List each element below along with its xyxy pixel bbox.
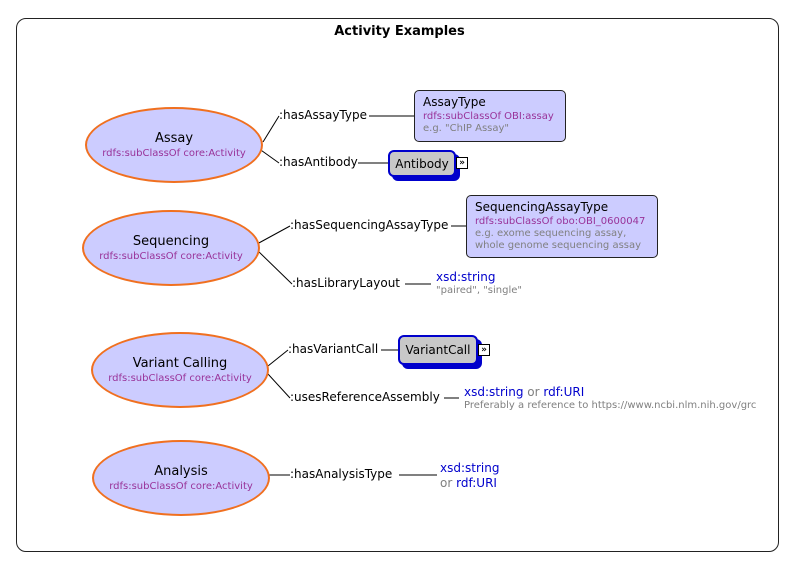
- box-seq-assay-type-subclass: rdfs:subClassOf obo:OBI_0600047: [475, 216, 646, 227]
- edge-variant-usesreferenceassembly: [267, 373, 291, 399]
- class-analysis[interactable]: Analysis rdfs:subClassOf core:Activity: [92, 440, 270, 516]
- edge-sequencing-haslibrarylayout: [256, 249, 293, 285]
- literal-reference-assembly: xsd:string or rdf:URI Preferably a refer…: [464, 385, 756, 412]
- prop-uses-reference-assembly: :usesReferenceAssembly: [290, 390, 440, 404]
- literal-analysis-type-or: or: [440, 476, 453, 490]
- class-variant-calling[interactable]: Variant Calling rdfs:subClassOf core:Act…: [91, 332, 269, 408]
- class-sequencing-name: Sequencing: [132, 233, 210, 249]
- prop-has-variant-call: :hasVariantCall: [288, 342, 379, 356]
- literal-ref-assembly-type-2: rdf:URI: [543, 385, 585, 399]
- edge-variant-hasvariantcall: [267, 349, 289, 367]
- box-assay-type[interactable]: AssayType rdfs:subClassOf OBI:assay e.g.…: [414, 90, 566, 142]
- class-sequencing-subclass: rdfs:subClassOf core:Activity: [99, 250, 243, 262]
- ref-antibody[interactable]: Antibody: [388, 150, 456, 177]
- class-assay-name: Assay: [154, 130, 194, 146]
- edge-assay-hasassaytype: [262, 115, 280, 143]
- literal-analysis-type-1: xsd:string: [440, 461, 500, 475]
- literal-ref-assembly-or: or: [527, 385, 540, 399]
- literal-ref-assembly-type-1: xsd:string: [464, 385, 524, 399]
- box-sequencing-assay-type[interactable]: SequencingAssayType rdfs:subClassOf obo:…: [466, 195, 658, 258]
- box-seq-assay-type-name: SequencingAssayType: [475, 200, 609, 214]
- literal-library-layout-type: xsd:string: [436, 270, 496, 284]
- prop-has-sequencing-assay-type: :hasSequencingAssayType: [290, 218, 449, 232]
- literal-ref-assembly-note: Preferably a reference to https://www.nc…: [464, 400, 757, 411]
- prop-has-assay-type: :hasAssayType: [279, 108, 367, 122]
- ref-variant-call[interactable]: VariantCall: [398, 335, 478, 365]
- literal-library-layout-note: "paired", "single": [436, 285, 523, 296]
- class-sequencing[interactable]: Sequencing rdfs:subClassOf core:Activity: [82, 210, 260, 286]
- box-seq-assay-type-example-2: whole genome sequencing assay: [475, 240, 642, 251]
- class-assay[interactable]: Assay rdfs:subClassOf core:Activity: [85, 107, 263, 183]
- class-analysis-name: Analysis: [154, 463, 208, 479]
- expand-icon[interactable]: »: [456, 157, 468, 169]
- class-assay-subclass: rdfs:subClassOf core:Activity: [102, 147, 246, 159]
- expand-icon[interactable]: »: [478, 344, 490, 356]
- prop-has-library-layout: :hasLibraryLayout: [292, 276, 401, 290]
- box-seq-assay-type-example-1: e.g. exome sequencing assay,: [475, 228, 627, 239]
- class-analysis-subclass: rdfs:subClassOf core:Activity: [109, 480, 253, 492]
- diagram-title: Activity Examples: [334, 24, 465, 39]
- box-assay-type-subclass: rdfs:subClassOf OBI:assay: [423, 111, 554, 122]
- box-assay-type-name: AssayType: [423, 95, 486, 109]
- edge-sequencing-hasseqassaytype: [256, 225, 291, 245]
- class-variant-calling-name: Variant Calling: [132, 355, 228, 371]
- prop-has-analysis-type: :hasAnalysisType: [290, 467, 393, 481]
- class-variant-calling-subclass: rdfs:subClassOf core:Activity: [108, 372, 252, 384]
- prop-has-antibody: :hasAntibody: [279, 155, 358, 169]
- box-assay-type-example: e.g. "ChIP Assay": [423, 123, 510, 134]
- literal-library-layout: xsd:string "paired", "single": [436, 270, 522, 297]
- literal-analysis-type: xsd:string or rdf:URI: [440, 461, 499, 491]
- literal-analysis-type-2: rdf:URI: [456, 476, 497, 490]
